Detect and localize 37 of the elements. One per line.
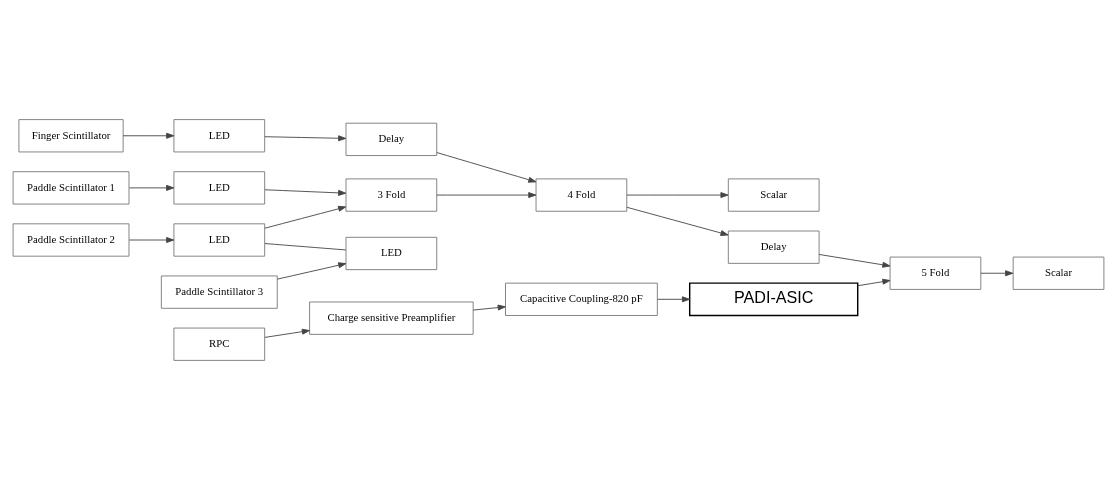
arrow [857, 278, 891, 286]
node-box: Scalar [1012, 256, 1105, 290]
arrow [264, 205, 347, 229]
arrow [122, 132, 175, 139]
node-box: LED [173, 118, 266, 152]
node-box: LED [173, 222, 266, 257]
node-box: RPC [173, 327, 266, 361]
arrow [472, 304, 506, 310]
node-box: PADI-ASIC [688, 281, 859, 316]
node-box: 5 Fold [889, 256, 982, 290]
node-box: Finger Scintillator [18, 118, 124, 152]
node-box: Capacitive Coupling-820 pF [505, 282, 658, 316]
arrow [818, 253, 891, 268]
arrow [626, 191, 729, 198]
node-box: Paddle Scintillator 2 [12, 222, 130, 257]
arrow [657, 295, 691, 302]
arrow [436, 151, 537, 183]
node-box: Delay [345, 122, 438, 156]
arrow [276, 261, 347, 280]
node-box: Paddle Scintillator 1 [12, 170, 130, 204]
node-box: Charge sensitive Preamplifier [309, 301, 474, 335]
node-box: Scalar [727, 177, 820, 212]
arrow [980, 269, 1014, 276]
node-box: Delay [727, 230, 820, 264]
node-box: 4 Fold [535, 177, 628, 212]
arrow [264, 328, 310, 338]
arrow [436, 191, 537, 198]
connector [264, 242, 347, 250]
arrow [264, 134, 347, 141]
arrow [128, 184, 175, 191]
node-box: Paddle Scintillator 3 [160, 275, 278, 309]
arrow [128, 236, 175, 243]
node-box: LED [173, 170, 266, 204]
arrow [626, 206, 729, 236]
arrow [264, 188, 347, 196]
node-box: 3 Fold [345, 177, 438, 212]
node-box: LED [345, 236, 438, 270]
